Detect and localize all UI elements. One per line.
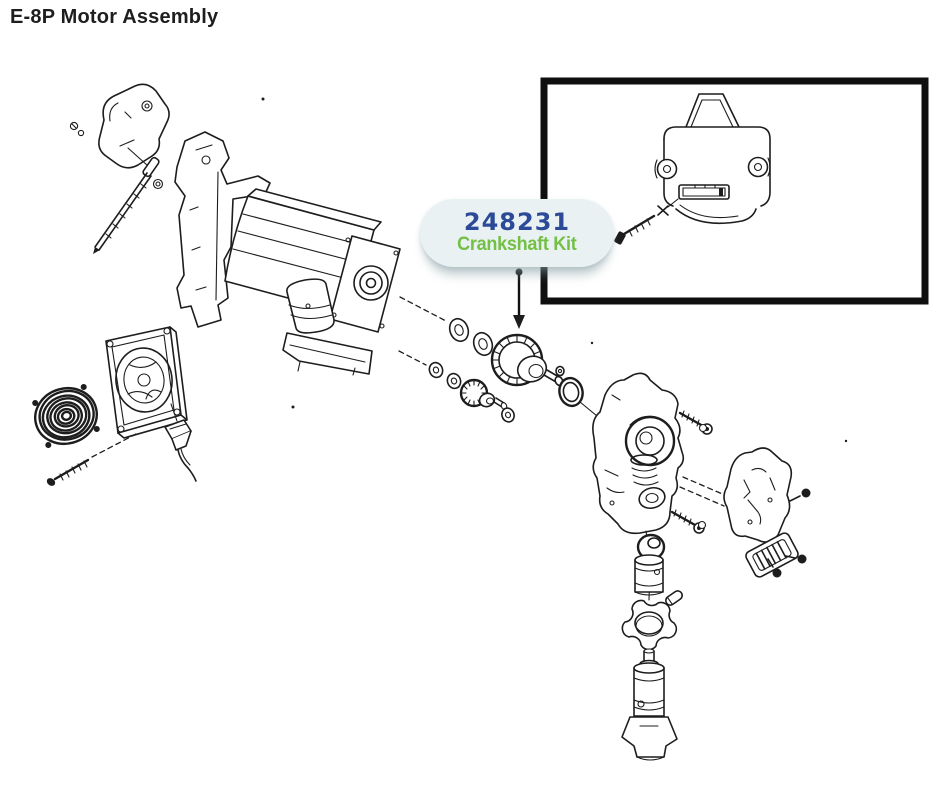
part-number: 248231 (463, 208, 571, 237)
piston-sleeve (634, 554, 664, 596)
star-gasket (621, 599, 678, 651)
part-callout[interactable]: 248231 Crankshaft Kit (420, 199, 614, 267)
callout-arrow (513, 268, 525, 329)
housing-bolt-top (678, 410, 713, 435)
cover-screw-right (789, 488, 811, 502)
dipstick (93, 156, 160, 254)
inset-detail-box (540, 77, 929, 305)
crankshaft-parts (398, 296, 598, 423)
ball-ring (636, 533, 666, 561)
cover-screws (69, 121, 164, 190)
cover-screw-bottom (767, 558, 782, 578)
part-label: Crankshaft Kit (457, 234, 577, 256)
fan-guard (32, 384, 100, 448)
page-title: E-8P Motor Assembly (10, 6, 219, 28)
crankshaft-gear (490, 333, 564, 387)
piston-chain (621, 533, 683, 761)
pump-housing (592, 372, 728, 561)
small-gear (459, 378, 508, 410)
motor-assembly (174, 131, 401, 376)
motor-belly-cylinder (286, 278, 335, 334)
fan-frame (105, 326, 188, 439)
inset-screw (614, 198, 679, 245)
cover-plate (98, 83, 170, 169)
inset-bracket (654, 93, 771, 225)
pin (665, 590, 683, 606)
housing-bolt-bottom (670, 509, 705, 534)
connector-plug (164, 403, 197, 482)
brush-plate (745, 532, 799, 578)
spec-dots (261, 97, 848, 443)
pump-cylinder (621, 648, 678, 761)
bearing-ring (558, 376, 584, 408)
end-cover (697, 423, 811, 578)
guard-screw (46, 433, 137, 486)
cover-screw-lower (785, 554, 807, 564)
